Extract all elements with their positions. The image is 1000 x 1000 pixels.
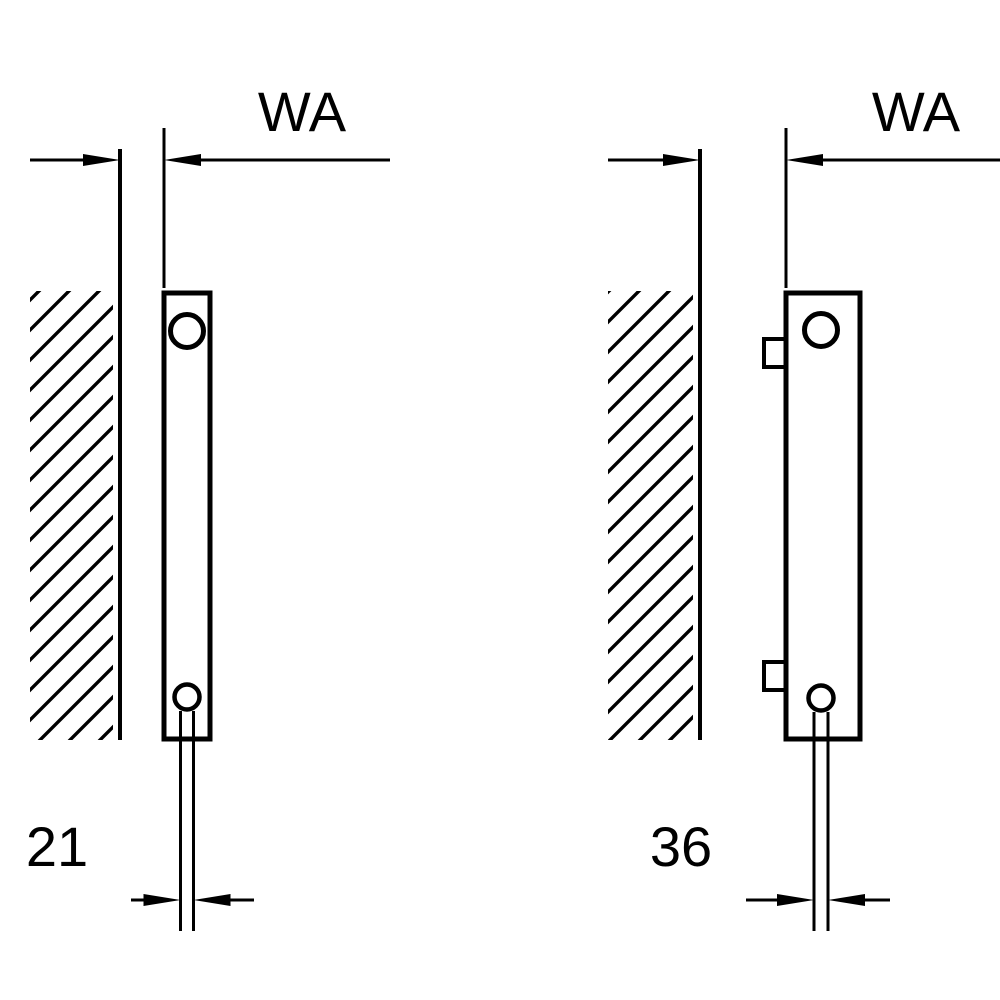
pipe-offset-dimension-right: 36 bbox=[650, 815, 890, 906]
pipe-offset-label: 36 bbox=[650, 815, 712, 878]
bottom-connection-circle bbox=[806, 683, 836, 713]
mounting-bracket bbox=[762, 337, 788, 369]
pipe-offset-dimension-left: 21 bbox=[26, 815, 254, 906]
wa-dimension-right: WA bbox=[608, 80, 1000, 288]
pipe-offset-label: 21 bbox=[26, 815, 88, 878]
wall-section-hatch bbox=[608, 291, 693, 740]
figure-left: WA 21 bbox=[26, 80, 390, 931]
arrowhead-left bbox=[786, 154, 823, 166]
bottom-connection-circle bbox=[172, 682, 202, 712]
arrowhead-right bbox=[777, 894, 814, 906]
wa-dimension-label: WA bbox=[872, 80, 961, 143]
arrowhead-left bbox=[193, 894, 231, 906]
wall-section-hatch bbox=[30, 291, 113, 740]
arrowhead-right bbox=[83, 154, 120, 166]
top-connection-circle bbox=[168, 312, 206, 350]
radiator-panel bbox=[161, 290, 213, 742]
mounting-bracket bbox=[762, 660, 788, 692]
arrowhead-right bbox=[663, 154, 700, 166]
arrowhead-right bbox=[143, 894, 181, 906]
wa-dimension-label: WA bbox=[258, 80, 347, 143]
wa-dimension-left: WA bbox=[30, 80, 390, 288]
radiator-panel bbox=[783, 290, 863, 742]
arrowhead-left bbox=[164, 154, 201, 166]
arrowhead-left bbox=[828, 894, 865, 906]
figure-right: WA 36 bbox=[608, 80, 1000, 931]
top-connection-circle bbox=[802, 311, 840, 349]
